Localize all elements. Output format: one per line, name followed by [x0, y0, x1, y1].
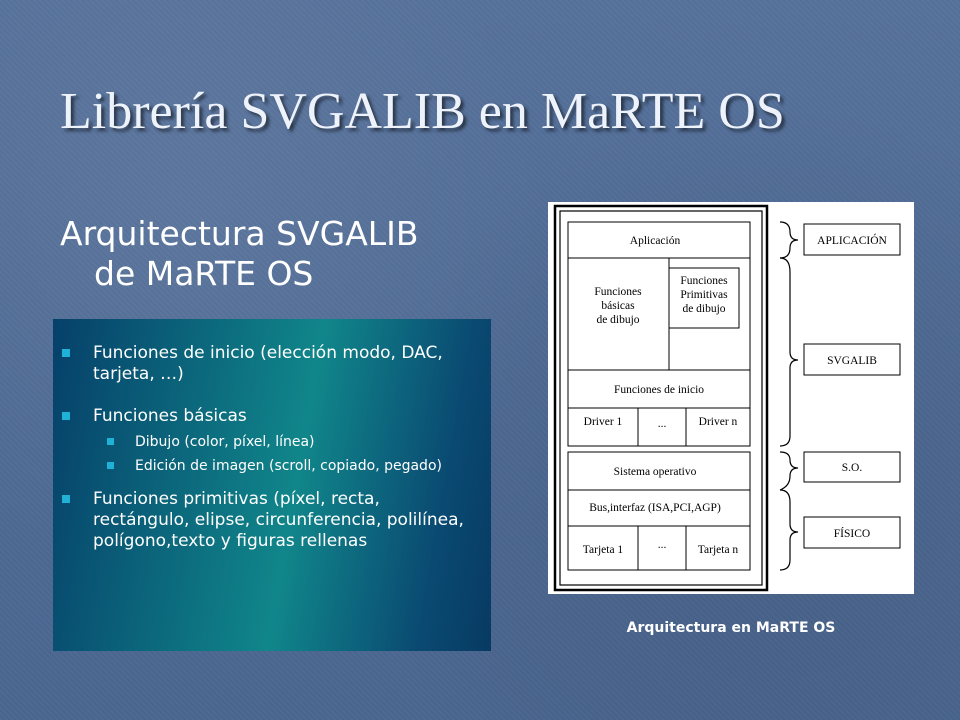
brace-fisico — [779, 489, 799, 571]
slide-subtitle: Arquitectura SVGALIB de MaRTE OS — [60, 214, 500, 294]
diagram-caption: Arquitectura en MaRTE OS — [626, 620, 836, 636]
label-inicio: Funciones de inicio — [614, 384, 704, 396]
label-primitivas-2: Primitivas — [680, 289, 728, 301]
layer-label-fisico: FÍSICO — [834, 526, 870, 540]
label-driver-n: Driver n — [699, 416, 738, 428]
bullet-inicio: Funciones de inicio (elección modo, DAC,… — [53, 343, 491, 385]
label-aplicacion: Aplicación — [630, 235, 681, 247]
bullet-primitivas: Funciones primitivas (píxel, recta, rect… — [53, 489, 491, 552]
label-basicas-3: de dibujo — [596, 314, 639, 326]
label-basicas-2: básicas — [601, 300, 635, 312]
architecture-diagram: Aplicación Funciones básicas de dibujo F… — [548, 202, 914, 594]
label-primitivas-3: de dibujo — [682, 303, 725, 315]
bullet-basicas: Funciones básicas — [53, 406, 491, 427]
slide-title: Librería SVGALIB en MaRTE OS — [60, 83, 785, 140]
layer-label-aplicacion: APLICACIÓN — [817, 233, 887, 247]
layer-label-so: S.O. — [842, 462, 863, 474]
layer-box-aplicacion — [803, 223, 901, 256]
brace-svgalib — [779, 257, 799, 447]
brace-aplicacion — [779, 221, 799, 259]
subtitle-line-2: de MaRTE OS — [94, 254, 314, 293]
label-tarjeta-1: Tarjeta 1 — [583, 544, 624, 556]
inner-frame — [559, 210, 763, 586]
label-driver-1: Driver 1 — [584, 416, 623, 428]
label-basicas-1: Funciones — [594, 286, 642, 298]
brace-so — [779, 451, 799, 491]
label-tarjeta-n: Tarjeta n — [698, 544, 739, 556]
label-so: Sistema operativo — [614, 466, 697, 478]
sub-bullet-edicion: Edición de imagen (scroll, copiado, pega… — [53, 457, 491, 475]
label-bus: Bus,interfaz (ISA,PCI,AGP) — [589, 502, 721, 514]
layer-box-so — [803, 451, 901, 483]
layer-box-svgalib — [803, 343, 901, 376]
box-tarjetas — [567, 525, 751, 571]
subtitle-line-1: Arquitectura SVGALIB — [60, 214, 419, 253]
label-tarjeta-dots: ... — [658, 539, 667, 551]
box-drivers — [567, 407, 751, 447]
label-driver-dots: ... — [658, 418, 667, 430]
sub-bullet-dibujo: Dibujo (color, píxel, línea) — [53, 433, 491, 451]
layer-box-fisico — [803, 516, 901, 549]
layer-label-svgalib: SVGALIB — [827, 355, 877, 367]
architecture-diagram-svg: Aplicación Funciones básicas de dibujo F… — [553, 204, 901, 592]
outer-frame — [553, 204, 769, 592]
label-primitivas-1: Funciones — [680, 275, 728, 287]
bullet-panel: Funciones de inicio (elección modo, DAC,… — [53, 319, 491, 651]
